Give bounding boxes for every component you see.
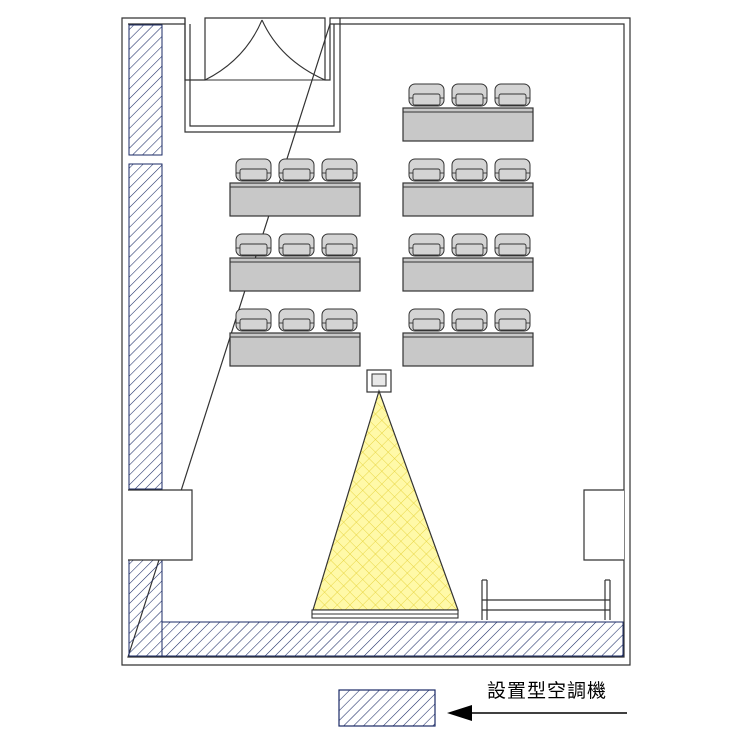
ac-unit-left-middle — [128, 163, 163, 490]
seat — [321, 233, 358, 257]
seat — [408, 158, 445, 182]
desk-top — [402, 182, 534, 217]
seat — [278, 158, 315, 182]
bench — [481, 579, 611, 620]
desk-top — [229, 332, 361, 367]
entrance-recess — [184, 18, 341, 133]
desk-right-3 — [402, 233, 534, 292]
seat — [494, 83, 531, 107]
projector-lens — [371, 373, 387, 387]
seat — [494, 233, 531, 257]
seat — [408, 233, 445, 257]
seat — [451, 83, 488, 107]
seat — [408, 83, 445, 107]
desk-left-1 — [229, 158, 361, 217]
ac-unit-left-top — [128, 24, 163, 156]
desk-top — [229, 182, 361, 217]
desk-top — [229, 257, 361, 292]
legend-swatch — [338, 689, 436, 727]
desk-top — [402, 332, 534, 367]
ac-unit-left-bottom — [128, 559, 163, 657]
seat — [321, 158, 358, 182]
entrance-inner — [189, 24, 335, 127]
seat — [321, 308, 358, 332]
ac-unit-bottom — [161, 621, 624, 657]
column-left — [128, 489, 193, 561]
seat — [235, 158, 272, 182]
desk-area — [229, 83, 534, 367]
inner-wall — [127, 23, 625, 658]
desk-left-3 — [229, 308, 361, 367]
legend-arrow-icon — [447, 705, 472, 721]
desk-top — [402, 107, 534, 142]
column-right — [583, 489, 624, 561]
seat — [451, 233, 488, 257]
seat — [278, 308, 315, 332]
projection-beam — [312, 389, 459, 611]
desk-top — [402, 257, 534, 292]
legend-label: 設置型空調機 — [487, 680, 608, 702]
seat — [408, 308, 445, 332]
seat — [278, 233, 315, 257]
seat — [235, 233, 272, 257]
seat — [451, 308, 488, 332]
desk-left-2 — [229, 233, 361, 292]
desk-right-1 — [402, 83, 534, 142]
seat — [494, 308, 531, 332]
seat — [451, 158, 488, 182]
desk-right-4 — [402, 308, 534, 367]
desk-right-2 — [402, 158, 534, 217]
seat — [235, 308, 272, 332]
seat — [494, 158, 531, 182]
door-swing-icon — [204, 19, 326, 81]
